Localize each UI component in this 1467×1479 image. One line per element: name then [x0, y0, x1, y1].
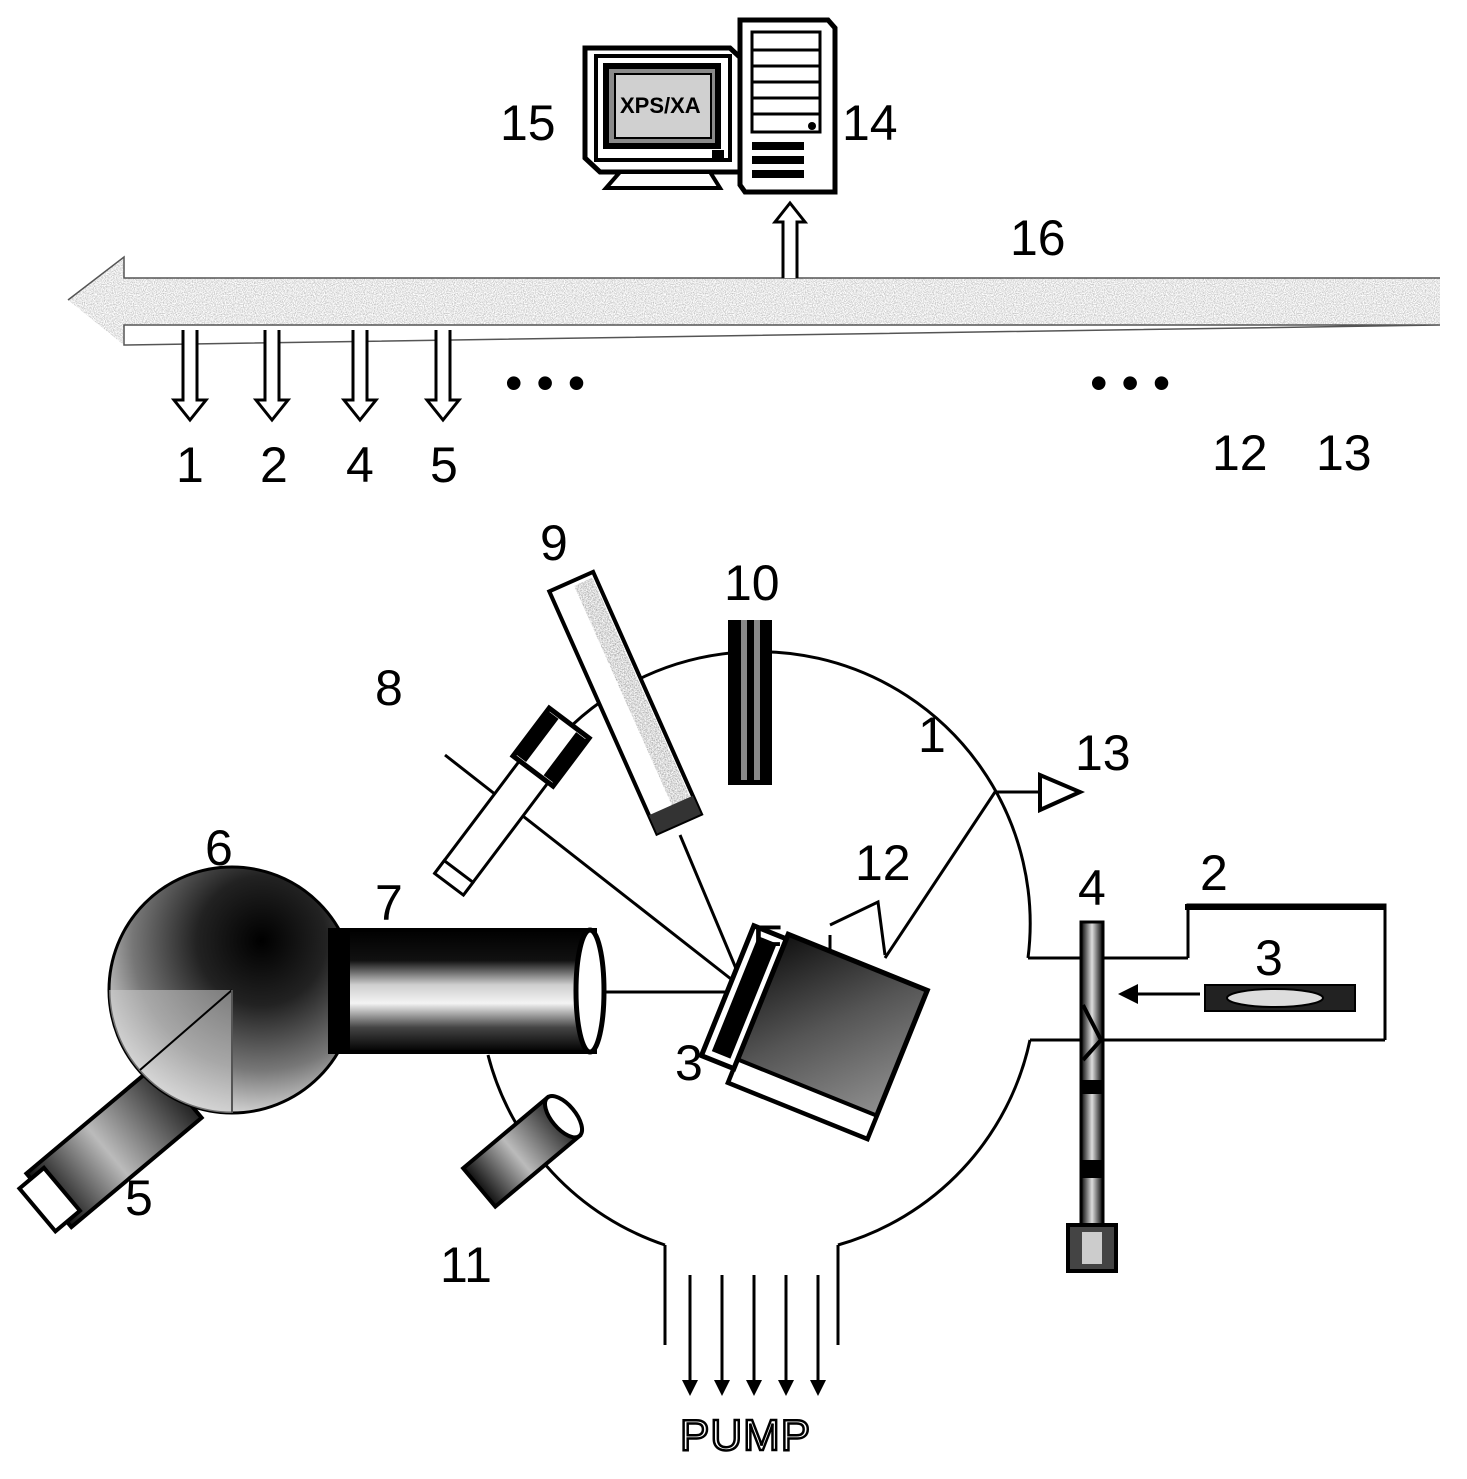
label-thermocouple: 13: [1075, 725, 1131, 781]
label-load-lock: 2: [1200, 845, 1228, 901]
monitor-screen-text: XPS/XA: [620, 93, 701, 118]
thermocouple-13-arrow: [1040, 775, 1080, 810]
bus-output-label-13: 13: [1316, 425, 1372, 481]
bus-output-label-2: 2: [260, 437, 288, 493]
analyzer-hemisphere: [109, 867, 355, 1113]
heater-leads: [830, 902, 885, 955]
label-sample-load: 3: [1255, 930, 1283, 986]
source-10: [728, 620, 772, 785]
bus-ellipsis-right: • • •: [1090, 355, 1170, 411]
label-source-10: 10: [724, 555, 780, 611]
pump-lines: [665, 1245, 838, 1385]
label-lens: 7: [375, 875, 403, 931]
bus-output-label-4: 4: [346, 437, 374, 493]
bus-down-arrow-4: [344, 330, 376, 420]
source-9: [549, 572, 701, 834]
label-analyzer: 6: [205, 820, 233, 876]
bus-output-label-5: 5: [430, 437, 458, 493]
bus-output-label-1: 1: [176, 437, 204, 493]
label-monitor: 15: [500, 95, 556, 151]
bus-down-arrow-5: [427, 330, 459, 420]
label-pump: PUMP: [680, 1411, 811, 1460]
data-bus-arrow: [68, 203, 1440, 345]
label-source-11: 11: [440, 1237, 492, 1293]
electron-lens-7: [330, 928, 604, 1054]
source-8: [428, 708, 589, 899]
monitor-icon: XPS/XA: [585, 48, 745, 188]
pump-arrowheads: [682, 1380, 826, 1396]
bus-up-arrow-to-computer: [775, 203, 805, 278]
label-focus: F: [752, 915, 783, 971]
label-tower: 14: [842, 95, 898, 151]
label-chamber: 1: [918, 707, 946, 763]
label-sample-main: 3: [675, 1035, 703, 1091]
label-source-9: 9: [540, 515, 568, 571]
computer-tower-icon: [740, 20, 835, 192]
label-bus: 16: [1010, 210, 1066, 266]
bus-output-label-12: 12: [1212, 425, 1268, 481]
load-lock: [1118, 905, 1385, 1040]
transfer-rod: [1068, 922, 1116, 1271]
label-heater: 12: [855, 835, 911, 891]
label-source-8: 8: [375, 660, 403, 716]
bus-ellipsis-left: • • •: [505, 355, 585, 411]
label-detector: 5: [125, 1170, 153, 1226]
label-transfer-rod: 4: [1078, 860, 1106, 916]
